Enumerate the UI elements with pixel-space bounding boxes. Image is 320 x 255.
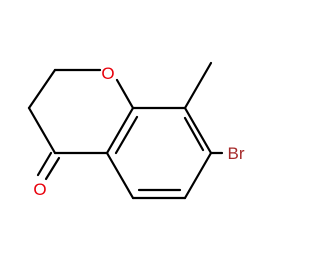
carbonyl-oxygen-label: O bbox=[33, 180, 46, 199]
structure-canvas: O O Br bbox=[27, 61, 245, 200]
bond-c3-c4 bbox=[27, 106, 57, 155]
bromine-label: Br bbox=[228, 144, 245, 163]
bond-c4a-c8a bbox=[105, 106, 135, 155]
aromatic-inner-c4a-c8a bbox=[114, 115, 139, 155]
bond-c8-methyl bbox=[183, 61, 213, 110]
molecule-diagram: O O Br bbox=[27, 61, 245, 200]
bond-c5-c4a bbox=[105, 151, 135, 200]
bond-c4-o-double-b bbox=[44, 156, 61, 181]
bond-c4-o-double-a bbox=[36, 151, 53, 177]
bond-c8a-o1 bbox=[115, 78, 135, 110]
ring-oxygen-label: O bbox=[101, 64, 114, 83]
bond-c8-c7 bbox=[183, 106, 213, 155]
aromatic-inner-c8-c7 bbox=[183, 116, 205, 152]
bond-c7-c6 bbox=[183, 151, 213, 200]
bond-c2-c3 bbox=[27, 68, 57, 110]
